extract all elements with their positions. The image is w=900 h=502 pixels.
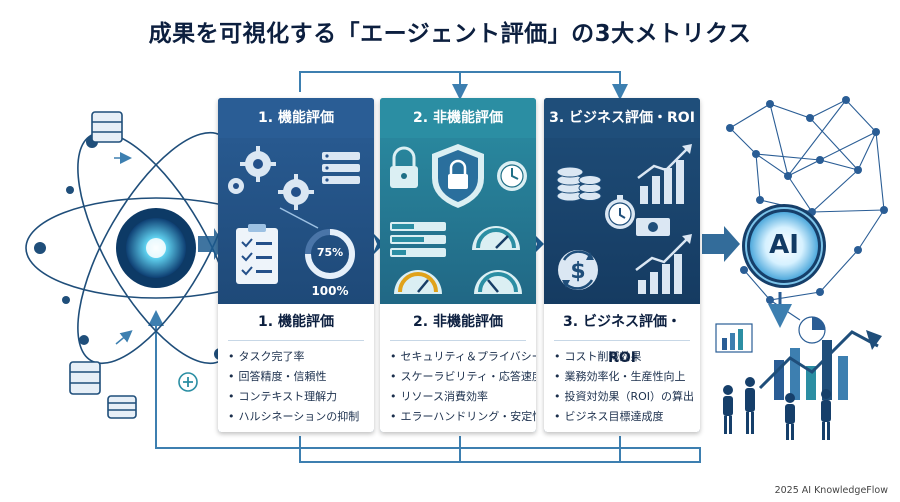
list-item: スケーラビリティ・応答速度 [390,367,537,387]
list-item: 業務効率化・生産性向上 [554,367,690,387]
panel-body-title: 1. 機能評価 [228,304,364,341]
speedometer-icon [474,270,522,294]
list-item: セキュリティ＆プライバシー [390,347,537,367]
ai-icon [742,204,826,288]
bar-chart-icon [637,144,692,204]
panel-header: 1. 機能評価 [218,98,374,138]
people-illustration [723,377,831,440]
gauge-percent-label: 75% [316,246,344,259]
list-item: ハルシネーションの抑制 [228,407,364,427]
bottom-feedback-loop [148,310,701,463]
coin-stack-icon [556,166,602,202]
gear-icon [228,146,314,210]
list-item: タスク完了率 [228,347,364,367]
panel-content: 2. 非機能評価 セキュリティ＆プライバシー スケーラビリティ・応答速度 リソー… [380,304,536,432]
panel-header: 2. 非機能評価 [380,98,536,138]
clock-icon [497,161,527,191]
panel-content: 3. ビジネス評価・ROI コスト削減効果 業務効率化・生産性向上 投資対効果（… [544,304,700,432]
gauge-max-label: 100% [311,284,349,298]
scale-bars-icon [390,222,446,257]
list-item: ビジネス目標達成度 [554,407,690,427]
ai-label: AI [769,230,799,260]
svg-text:$: $ [570,259,585,284]
stopwatch-icon [605,195,635,229]
panel-illustration: $ [544,138,700,304]
dollar-cycle-icon: $ [558,250,598,290]
growth-chart-icon [635,234,692,294]
banknote-icon [636,218,670,236]
checklist-icon [236,224,278,284]
panel-nonfunctional-evaluation: 2. 非機能評価 [380,98,536,432]
list-item: コンテキスト理解力 [228,387,364,407]
business-chart-illustration [715,316,882,400]
panel-content: 1. 機能評価 タスク完了率 回答精度・信頼性 コンテキスト理解力 ハルシネーシ… [218,304,374,432]
list-item: コスト削減効果 [554,347,690,367]
panel-body-title: 3. ビジネス評価・ROI [554,304,690,366]
footer-credit: 2025 AI KnowledgeFlow [774,485,888,496]
list-item: 回答精度・信頼性 [228,367,364,387]
panel-business-evaluation-roi: 3. ビジネス評価・ROI [544,98,700,432]
progress-gauge [305,229,355,279]
add-icon [178,372,198,392]
database-icon [91,111,123,143]
list-item: 投資対効果（ROI）の算出 [554,387,695,407]
panel-body-title: 2. 非機能評価 [390,304,526,341]
panel-functional-evaluation: 1. 機能評価 [218,98,374,432]
speedometer-icon [472,226,520,250]
padlock-icon [390,146,418,188]
panel-illustration: 75% 100% [218,138,374,304]
speedometer-icon [394,270,442,294]
list-item: リソース消費効率 [390,387,526,407]
network-nodes [726,96,888,304]
top-feedback-arrows [299,71,628,100]
server-icon [322,152,360,184]
page-title: 成果を可視化する「エージェント評価」の3大メトリクス [148,21,752,47]
panel-illustration [380,138,536,304]
shield-icon [432,144,484,208]
list-item: エラーハンドリング・安定性 [390,407,537,427]
network-illustration [729,99,885,321]
database-icon-lower [69,361,101,395]
server-icon [107,395,137,419]
panel-header: 3. ビジネス評価・ROI [544,98,700,138]
